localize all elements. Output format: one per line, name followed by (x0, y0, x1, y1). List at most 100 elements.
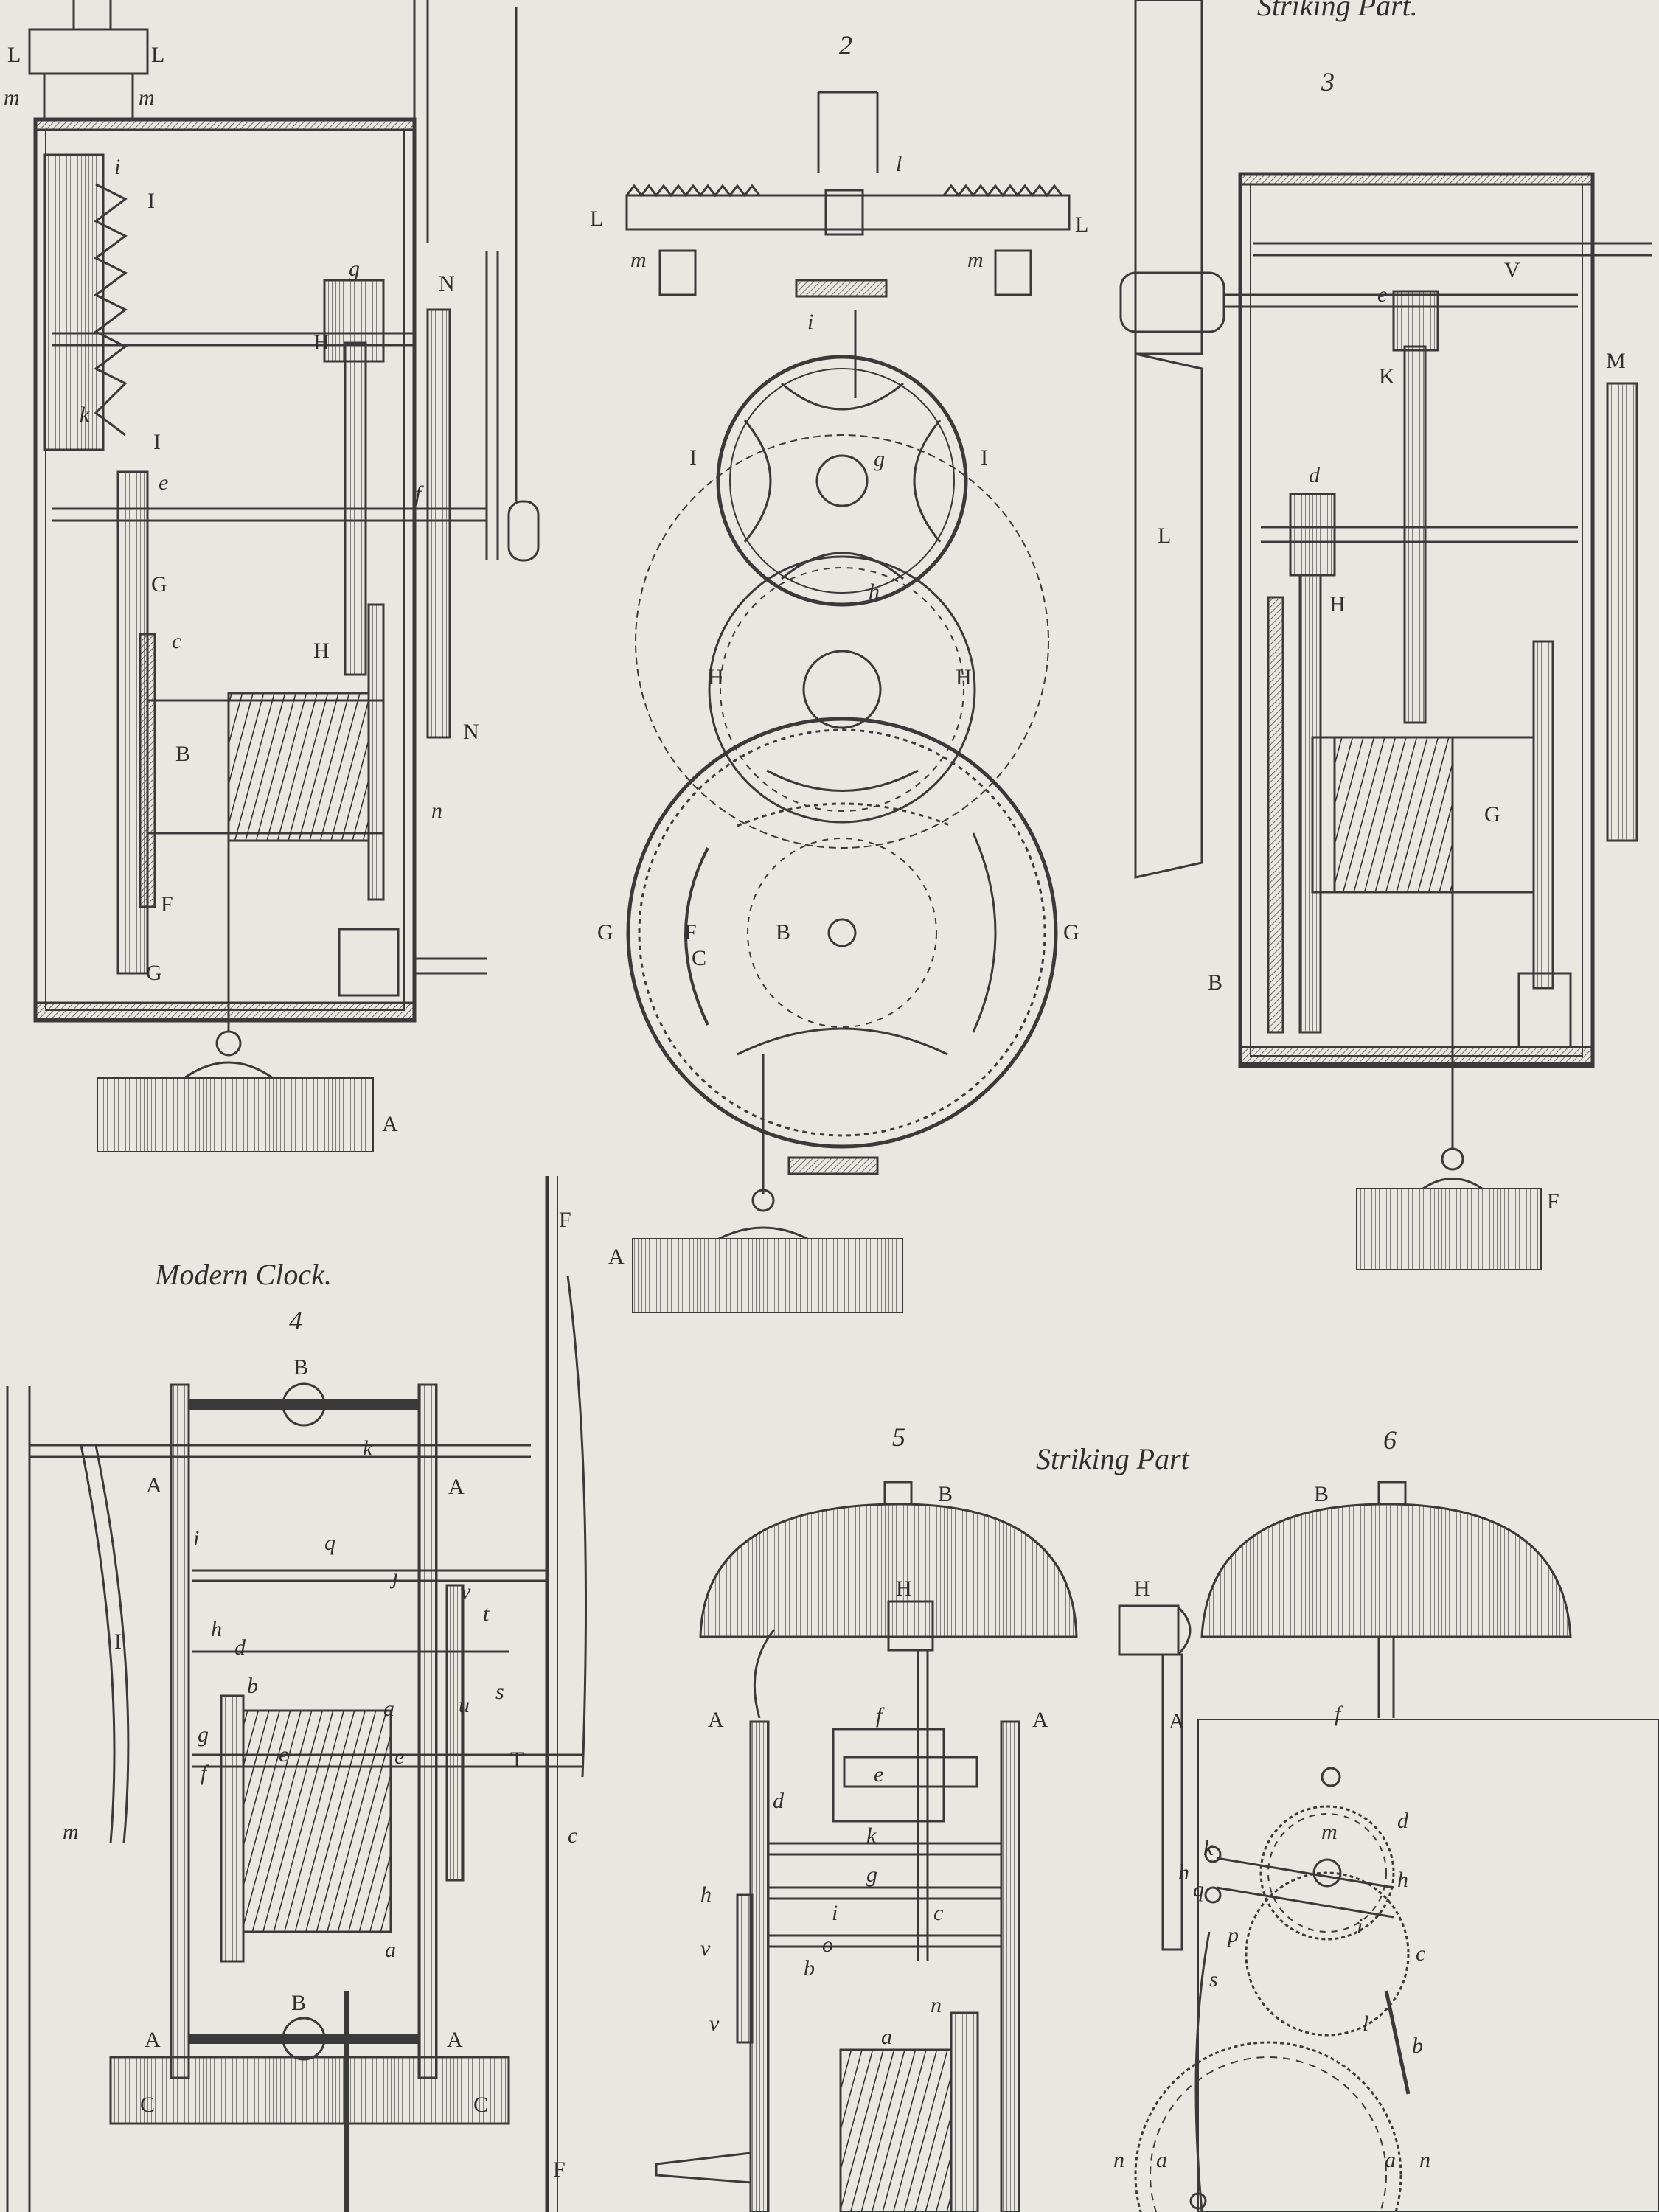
fig2-label: A (608, 1245, 625, 1269)
fig6-label: a (1385, 2148, 1396, 2172)
fig1-label: F (161, 892, 173, 917)
fig4-label: k (363, 1436, 373, 1461)
fig4-label: q (324, 1531, 335, 1555)
figure-4-drawing (6, 1176, 587, 2212)
fig4-label: c (568, 1823, 578, 1848)
fig4-label: d (234, 1635, 246, 1660)
fig4-label: s (495, 1680, 504, 1704)
fig3-label: F (1547, 1189, 1559, 1214)
fig6-label: m (1321, 1820, 1338, 1844)
fig4-label: C (473, 2093, 489, 2117)
fig4-label: B (293, 1355, 309, 1380)
fig1-label: H (313, 330, 330, 355)
fig2-label: i (807, 310, 814, 334)
fig4-label: m (63, 1820, 79, 1844)
figure-1-drawing (28, 0, 540, 1152)
fig3-label: e (1377, 282, 1388, 307)
fig6-label: n (1419, 2148, 1430, 2172)
fig5-label: b (804, 1956, 815, 1980)
fig4-label: f (201, 1761, 207, 1785)
fig2-label: h (869, 580, 880, 604)
fig6-label: f (1335, 1702, 1341, 1726)
fig2-label: l (896, 152, 902, 176)
fig2-label: G (1063, 920, 1079, 945)
fig6-label: q (1193, 1877, 1204, 1902)
fig1-label: L (151, 43, 165, 67)
fig5-label: B (938, 1482, 953, 1506)
fig2-label: g (874, 447, 885, 471)
fig4-label: F (559, 1208, 571, 1232)
fig6-label: i (1357, 1914, 1363, 1938)
top-right-partial-caption: Striking Part. (1257, 0, 1418, 22)
fig6-label: s (1209, 1967, 1218, 1992)
fig4-label: v (461, 1579, 471, 1604)
fig6-label: b (1412, 2034, 1423, 2058)
fig3-label: B (1208, 970, 1223, 995)
fig5-label: A (708, 1708, 724, 1732)
fig4-label: I (114, 1630, 122, 1654)
fig1-label: G (151, 572, 167, 597)
fig2-label: C (692, 946, 707, 970)
fig1-label: N (439, 271, 455, 296)
fig2-label: H (956, 665, 972, 689)
fig3-label: H (1329, 592, 1346, 616)
fig2-label: F (684, 920, 697, 945)
fig3-label: V (1504, 258, 1520, 282)
fig1-label: A (382, 1112, 398, 1136)
fig4-label: T (510, 1747, 524, 1772)
fig5-label: f (876, 1703, 883, 1728)
fig1-label: g (349, 257, 360, 281)
fig5-label: v (709, 2011, 720, 2036)
fig1-label: H (313, 639, 330, 663)
fig1-label: I (153, 430, 161, 454)
fig2-label: I (981, 445, 988, 470)
fig5-label: n (931, 1993, 942, 2017)
fig4-label: B (291, 1991, 307, 2015)
fig4-label: A (447, 2028, 463, 2052)
fig2-label: L (1075, 212, 1089, 237)
fig1-label: L (7, 43, 21, 67)
fig1-label: m (4, 86, 20, 110)
fig3-label: K (1379, 364, 1395, 389)
fig6-label: l (1363, 2011, 1369, 2036)
fig2-label: H (708, 665, 724, 689)
fig5-label: d (773, 1789, 784, 1813)
fig6-label: n (1113, 2148, 1124, 2172)
striking-part-caption: Striking Part (1036, 1442, 1189, 1475)
figure-number-2: 2 (839, 30, 852, 60)
fig5-label: i (832, 1901, 838, 1925)
fig4-label: C (140, 2093, 156, 2117)
fig4-label: A (146, 1473, 162, 1498)
fig4-label: t (483, 1601, 490, 1626)
fig6-label: h (1397, 1868, 1408, 1892)
fig4-label: a (383, 1697, 394, 1721)
fig6-label: k (1203, 1836, 1214, 1860)
figure-5-drawing (655, 1481, 1078, 2212)
fig1-label: N (463, 720, 479, 744)
figure-2-drawing (625, 91, 1071, 1313)
fig5-label: g (866, 1863, 877, 1887)
modern-clock-caption: Modern Clock. (155, 1258, 332, 1291)
fig1-label: B (175, 742, 191, 766)
fig3-label: L (1158, 524, 1172, 548)
fig6-label: A (1169, 1709, 1185, 1733)
figure-number-6: 6 (1383, 1425, 1397, 1455)
fig6-label: a (1156, 2148, 1167, 2172)
fig5-label: c (933, 1901, 944, 1925)
figure-number-4: 4 (289, 1306, 302, 1335)
fig2-label: B (776, 920, 791, 945)
fig2-label: m (967, 248, 984, 272)
fig4-label: g (198, 1722, 209, 1747)
figure-3-drawing (1119, 0, 1652, 1270)
fig1-label: k (80, 403, 90, 427)
fig4-label: F (553, 2157, 566, 2182)
fig4-label: i (193, 1526, 200, 1551)
fig6-label: d (1397, 1809, 1408, 1833)
fig1-label: i (114, 155, 121, 179)
fig5-label: o (822, 1933, 833, 1957)
fig2-label: L (590, 206, 604, 231)
fig4-label: A (448, 1475, 465, 1499)
fig1-label: G (146, 961, 162, 985)
fig1-label: I (147, 189, 155, 213)
figure-number-3: 3 (1321, 67, 1335, 97)
